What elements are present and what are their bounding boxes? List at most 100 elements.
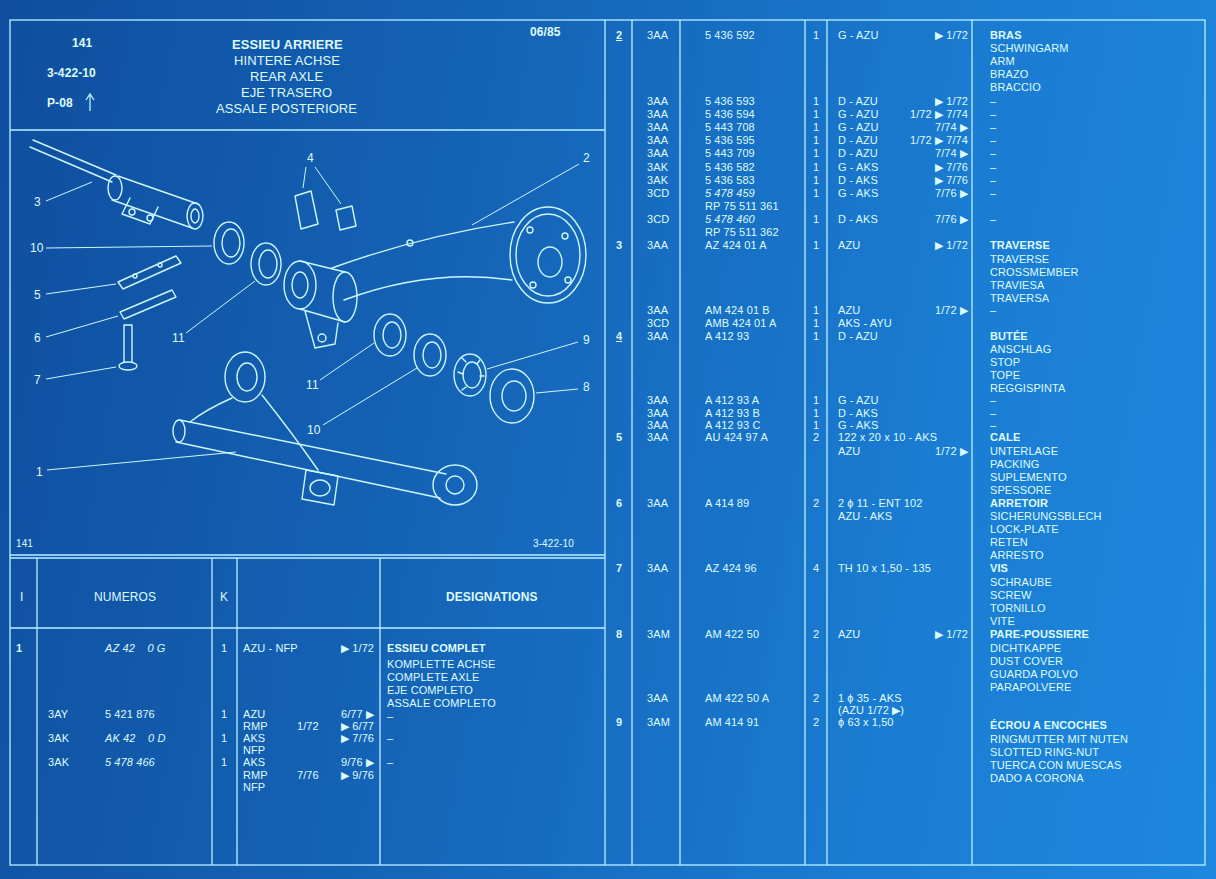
quantity: 1 bbox=[813, 394, 819, 406]
part-number: A 414 89 bbox=[705, 497, 749, 509]
application-note: RMP bbox=[243, 769, 268, 781]
application-note: G - AZU bbox=[838, 29, 878, 41]
application-note: D - AZU bbox=[838, 147, 878, 159]
designation-text: – bbox=[990, 419, 996, 431]
part-drawing bbox=[502, 381, 526, 411]
designation-text: LOCK-PLATE bbox=[990, 523, 1059, 535]
quantity: 1 bbox=[813, 187, 819, 199]
application-note: D - AKS bbox=[838, 174, 878, 186]
application-note: G - AKS bbox=[838, 161, 878, 173]
part-number: AM 424 01 B bbox=[705, 304, 770, 316]
callout-number: 3 bbox=[34, 196, 41, 209]
application-note: AZU bbox=[838, 239, 860, 251]
part-number: A 412 93 C bbox=[705, 419, 760, 431]
part-drawing bbox=[284, 261, 316, 309]
designation-text: SUPLEMENTO bbox=[990, 471, 1067, 483]
part-drawing bbox=[530, 282, 536, 288]
part-drawing bbox=[383, 322, 401, 348]
part-number: AU 424 97 A bbox=[705, 431, 768, 443]
designation-text: COMPLETE AXLE bbox=[387, 671, 479, 683]
quantity: 2 bbox=[813, 431, 819, 443]
designation-text: – bbox=[990, 213, 996, 225]
designation-text: – bbox=[990, 187, 996, 199]
date-range: 1/72 ▶ 7/74 bbox=[910, 108, 968, 120]
application-note: D - AZU bbox=[838, 134, 878, 146]
prefix-code: 3AA bbox=[647, 95, 668, 107]
application-note: AZU bbox=[838, 445, 860, 457]
designation-text: KOMPLETTE ACHSE bbox=[387, 658, 495, 670]
date-range: 7/76 ▶ bbox=[935, 187, 968, 199]
designation-text: PACKING bbox=[990, 458, 1039, 470]
prefix-code: 3AA bbox=[647, 562, 668, 574]
part-drawing bbox=[119, 362, 137, 370]
quantity: 2 bbox=[813, 497, 819, 509]
item-number: 6 bbox=[616, 497, 622, 509]
application-note: AKS - AYU bbox=[838, 317, 892, 329]
prefix-code: 3AA bbox=[647, 497, 668, 509]
designation-text: REGGISPINTA bbox=[990, 382, 1065, 394]
part-drawing bbox=[310, 480, 330, 496]
part-number: 5 443 708 bbox=[705, 121, 755, 133]
part-drawing bbox=[30, 140, 116, 182]
leader-line bbox=[46, 367, 116, 379]
leader-line bbox=[46, 164, 579, 470]
date-range: ▶ 6/77 bbox=[341, 720, 374, 732]
date-range: 7/76 ▶ bbox=[935, 213, 968, 225]
application-note: G - AKS bbox=[838, 187, 878, 199]
part-drawing bbox=[302, 470, 338, 505]
date-range: 6/77 ▶ bbox=[341, 708, 374, 720]
part-number: 5 421 876 bbox=[105, 708, 155, 720]
application-note: 2 ϕ 11 - ENT 102 bbox=[838, 497, 922, 509]
table-rule bbox=[10, 20, 1205, 865]
designation-text: – bbox=[990, 161, 996, 173]
item-number: 2 bbox=[616, 29, 622, 41]
prefix-code: 3CD bbox=[647, 213, 669, 225]
application-note: D - AZU bbox=[838, 330, 878, 342]
title-translation: ASSALE POSTERIORE bbox=[216, 102, 357, 116]
designation-text: EJE COMPLETO bbox=[387, 684, 473, 696]
callout-number: 11 bbox=[306, 379, 319, 392]
part-drawing bbox=[118, 256, 181, 289]
designation-text: – bbox=[990, 108, 996, 120]
designation-text: VITE bbox=[990, 615, 1015, 627]
table-rule bbox=[604, 20, 605, 865]
item-number: 1 bbox=[16, 642, 22, 654]
part-drawing bbox=[129, 209, 135, 215]
part-drawing bbox=[305, 311, 338, 348]
part-drawing bbox=[295, 191, 318, 229]
part-number: 5 478 466 bbox=[105, 756, 155, 768]
part-number: 5 436 594 bbox=[705, 108, 755, 120]
callout-number: 1 bbox=[36, 466, 43, 479]
designation-text: DADO A CORONA bbox=[990, 772, 1084, 784]
callout-number: 10 bbox=[307, 424, 321, 437]
quantity: 1 bbox=[813, 317, 819, 329]
item-number: 8 bbox=[616, 628, 622, 640]
designation-text: SCREW bbox=[990, 589, 1031, 601]
designation-text: DUST COVER bbox=[990, 655, 1063, 667]
figure-code: 3-422-10 bbox=[533, 538, 574, 549]
quantity: 1 bbox=[813, 147, 819, 159]
title-translation: EJE TRASERO bbox=[241, 86, 332, 100]
prefix-code: 3AA bbox=[647, 394, 668, 406]
part-number: 5 436 583 bbox=[705, 174, 755, 186]
callout-number: 10 bbox=[30, 242, 44, 255]
part-drawing bbox=[562, 233, 568, 239]
application-note: G - AZU bbox=[838, 394, 878, 406]
designation-text: ASSALE COMPLETO bbox=[387, 697, 496, 709]
part-number: AZ 424 01 A bbox=[705, 239, 767, 251]
part-number: AZ 42 0 G bbox=[105, 642, 166, 654]
designation-text: SICHERUNGSBLECH bbox=[990, 510, 1102, 522]
header-text: 06/85 bbox=[530, 26, 561, 39]
quantity: 1 bbox=[813, 108, 819, 120]
prefix-code: 3AA bbox=[647, 121, 668, 133]
designation-text: CROSSMEMBER bbox=[990, 266, 1079, 278]
application-note: AZU bbox=[838, 304, 860, 316]
date-range: ▶ 1/72 bbox=[935, 239, 968, 251]
part-drawing bbox=[222, 229, 240, 257]
quantity: 1 bbox=[813, 95, 819, 107]
title-translation: REAR AXLE bbox=[250, 70, 323, 84]
part-drawing bbox=[120, 290, 176, 319]
date-range: ▶ 7/76 bbox=[935, 161, 968, 173]
prefix-code: 3AK bbox=[48, 732, 69, 744]
designation-text: TOPE bbox=[990, 369, 1020, 381]
